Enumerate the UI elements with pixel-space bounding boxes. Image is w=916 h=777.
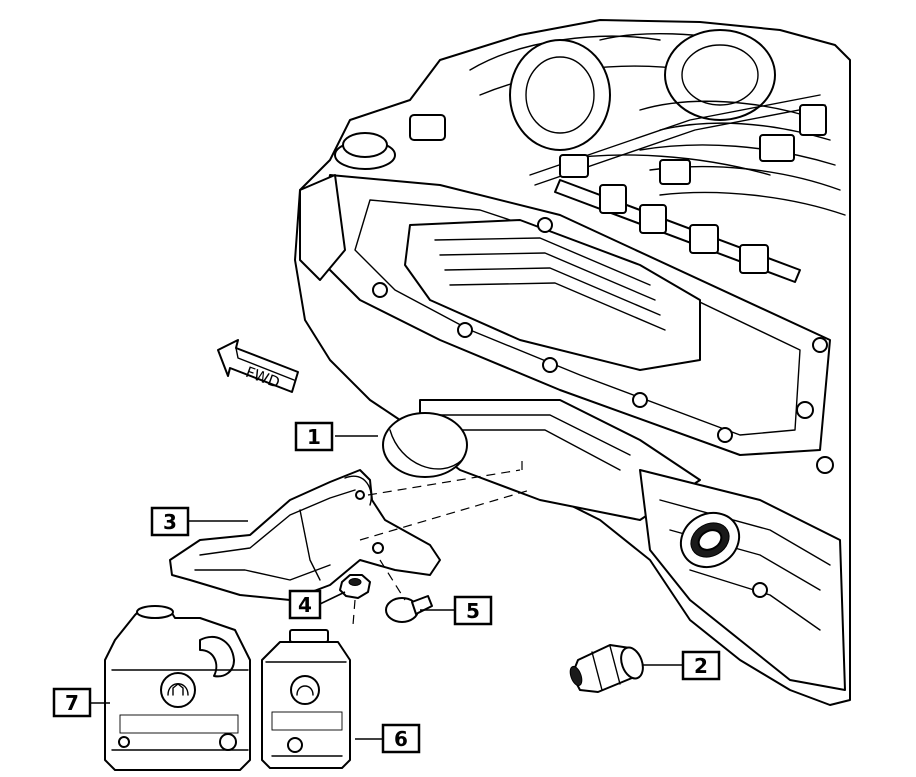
- callout-1: 1: [294, 421, 334, 452]
- callout-5-label: 5: [466, 599, 480, 623]
- callout-2-label: 2: [694, 654, 708, 678]
- callout-5: 5: [453, 595, 493, 626]
- installation-lines: [352, 455, 531, 626]
- callout-7-label: 7: [65, 691, 79, 715]
- forward-arrow-icon: FWD: [217, 339, 299, 393]
- callout-4-label: 4: [298, 593, 312, 617]
- leader-lines: [90, 435, 683, 740]
- callout-2: 2: [681, 650, 721, 681]
- nut-icon: [339, 574, 371, 599]
- oil-pan-shield-icon: [169, 469, 441, 601]
- oil-filter-adapter-icon: [569, 644, 644, 693]
- callout-4: 4: [288, 589, 322, 620]
- callout-6-label: 6: [394, 727, 408, 751]
- callout-3: 3: [150, 506, 190, 537]
- callout-7: 7: [52, 687, 92, 718]
- drain-plug-icon: [385, 595, 433, 623]
- callout-1-label: 1: [307, 425, 321, 449]
- callout-3-label: 3: [163, 510, 177, 534]
- oil-jug-icon: [104, 605, 251, 771]
- oil-quart-bottle-icon: [261, 629, 351, 769]
- engine-assembly-icon: [294, 19, 851, 706]
- callout-6: 6: [381, 723, 421, 754]
